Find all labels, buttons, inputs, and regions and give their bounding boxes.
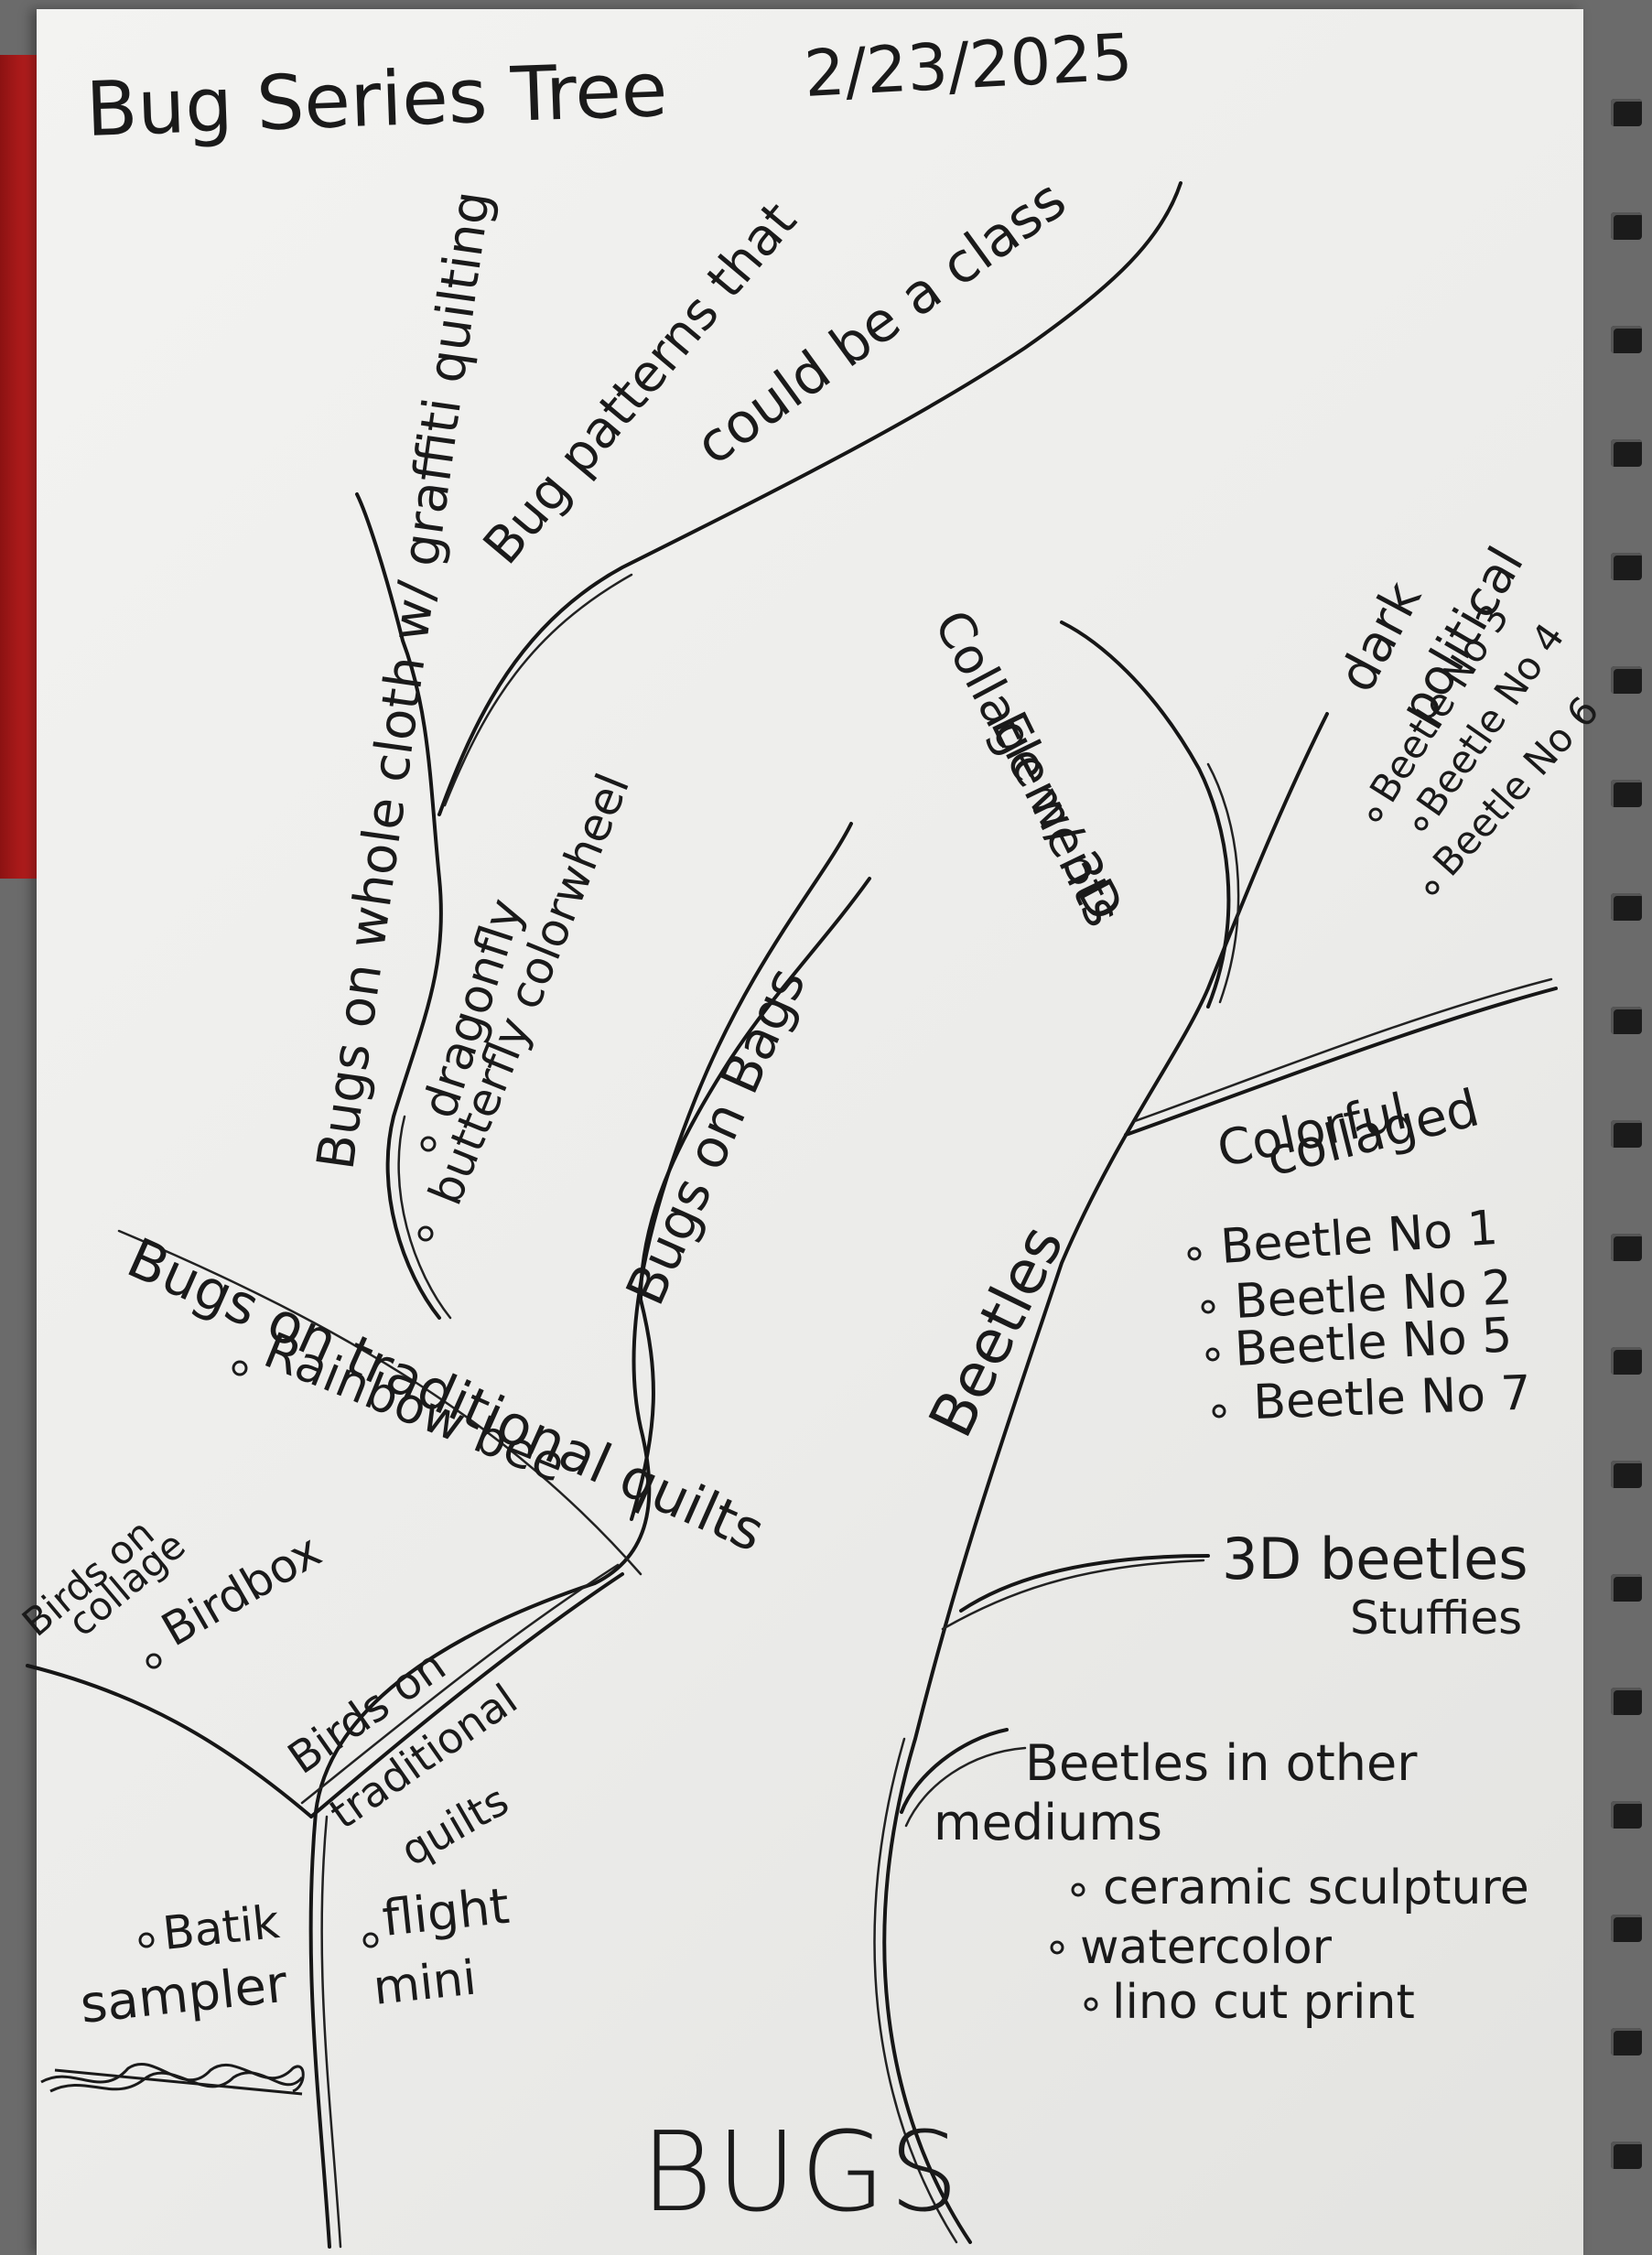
item-ceramic-sculpture: ceramic sculpture <box>1103 1861 1529 1915</box>
label-bugs-on-bags: Bugs on Bags <box>614 958 818 1314</box>
root-label-bugs: BUGS <box>641 2109 963 2237</box>
whole-cloth-items: dragonfly butterfly colorwheel <box>412 766 640 1242</box>
red-notebook-cover <box>0 55 37 879</box>
label-batik: Batik <box>160 1895 282 1960</box>
spiral-binding <box>1611 0 1652 2255</box>
colorful-items: Beetle No 1 Beetle No 2 Beetle No 5 Beet… <box>1187 1201 1532 1430</box>
label-sampler: sampler <box>78 1954 291 2034</box>
item-watercolor: watercolor <box>1080 1920 1333 1975</box>
diagram-date: 2/23/2025 <box>803 19 1135 112</box>
item-beetle-no7: Beetle No 7 <box>1252 1365 1531 1430</box>
label-mini: mini <box>371 1950 479 2015</box>
label-collage-3d-line2: Elements <box>979 703 1132 935</box>
item-lino-cut-print: lino cut print <box>1112 1975 1415 2030</box>
label-3d-beetles: 3D beetles <box>1222 1526 1528 1592</box>
label-other-mediums-line1: Beetles in other <box>1025 1734 1418 1792</box>
diagram-title: Bug Series Tree <box>84 47 668 154</box>
other-mediums-items: ceramic sculpture watercolor lino cut pr… <box>1050 1861 1529 2030</box>
label-beetles: Beetles <box>915 1214 1077 1448</box>
scribbled-out-text <box>40 2063 305 2096</box>
label-other-mediums-line2: mediums <box>934 1794 1162 1851</box>
tree-branches <box>26 181 1558 2249</box>
label-stuffies: Stuffies <box>1350 1591 1522 1645</box>
label-flight: flight <box>380 1877 513 1948</box>
sketchbook-page <box>37 9 1583 2255</box>
